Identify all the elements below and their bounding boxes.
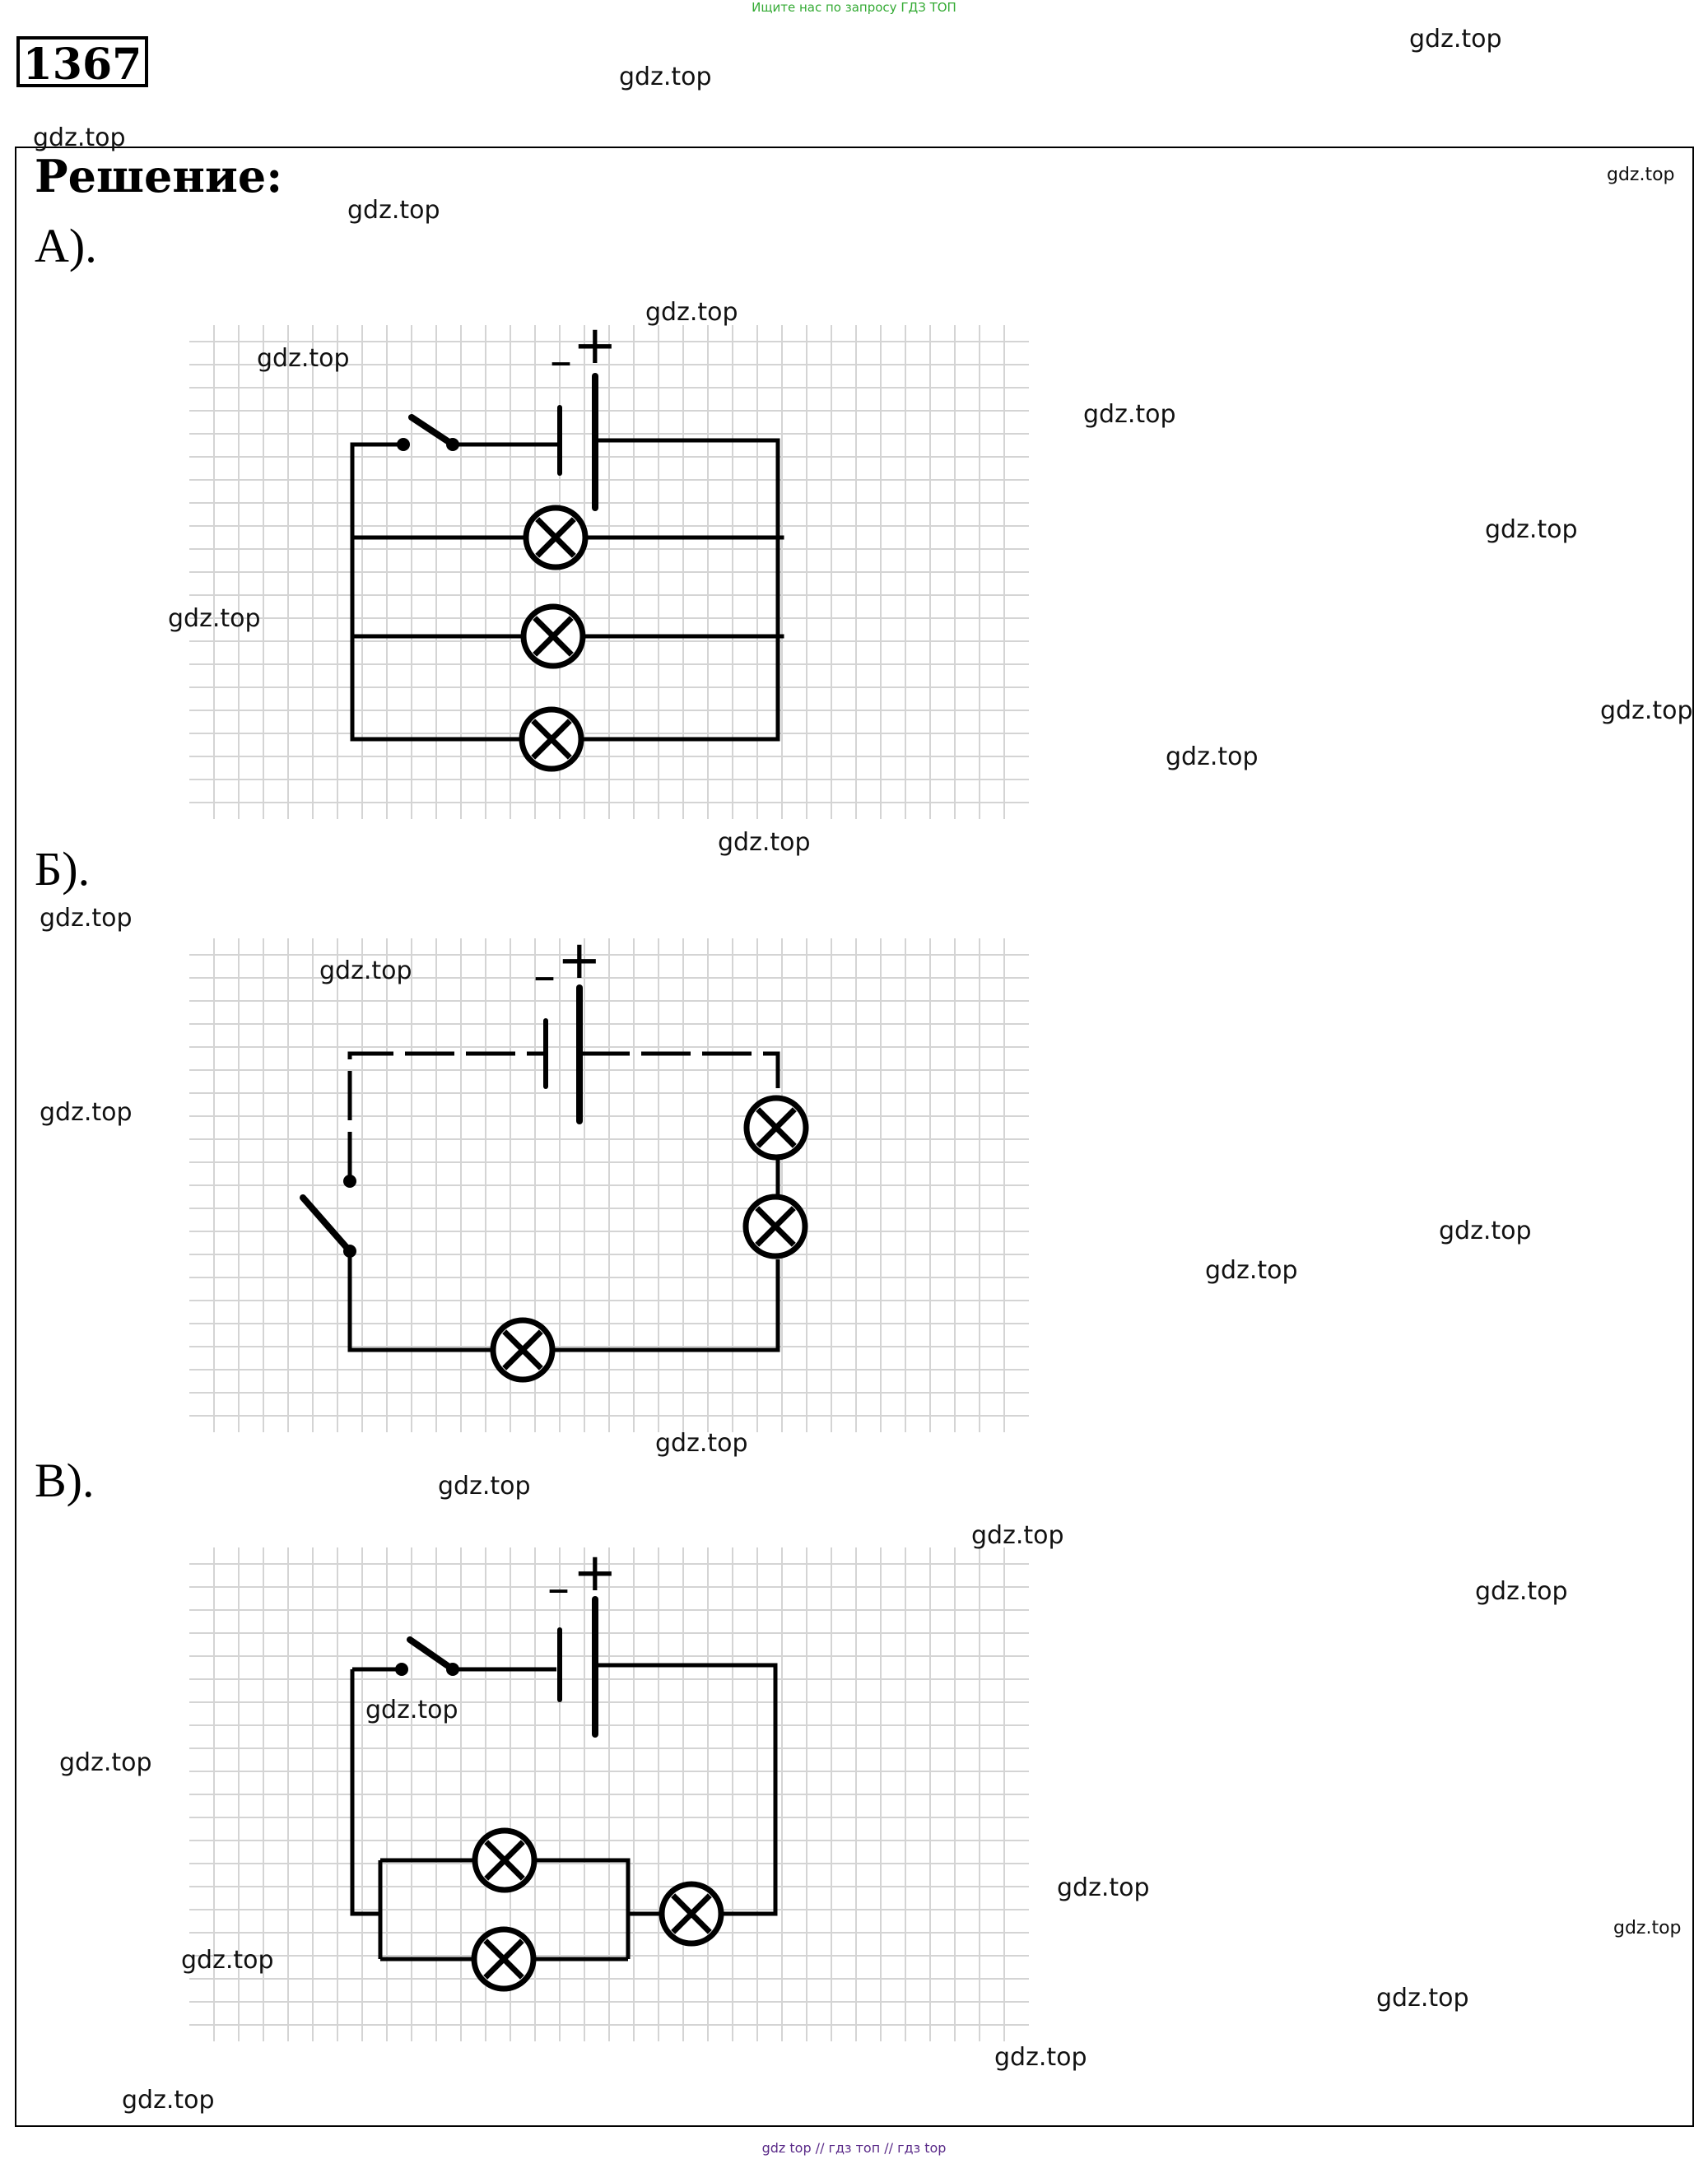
wire — [580, 1051, 780, 1110]
switch-contact-icon — [397, 438, 410, 451]
switch-icon — [300, 1194, 353, 1254]
lamp-cross — [755, 1206, 796, 1247]
circuit-b-diagram: – + — [189, 938, 1029, 1432]
watermark-text: gdz.top — [1057, 1873, 1150, 1902]
footer-links: gdz top // гдз топ // гдз top — [761, 2140, 947, 2156]
lamp-icon — [659, 1881, 724, 1947]
wire — [553, 1259, 780, 1352]
watermark-text: gdz.top — [40, 904, 133, 933]
lamp-cross — [483, 1938, 524, 1980]
watermark-text: gdz.top — [1205, 1256, 1298, 1285]
watermark-text: gdz.top — [1485, 515, 1578, 544]
problem-number: 1367 — [16, 36, 148, 90]
grid-paper — [189, 938, 1029, 1432]
watermark-text: gdz.top — [1083, 400, 1176, 429]
part-c-label: В). — [35, 1454, 95, 1507]
circuit-a-diagram: – + — [189, 325, 1029, 819]
wire — [378, 1858, 631, 1962]
watermark-text: gdz.top — [1607, 165, 1675, 185]
watermark-text: gdz.top — [1613, 1918, 1682, 1938]
wire — [350, 1669, 380, 1916]
lamp-icon — [519, 706, 584, 772]
battery-minus-sign: – — [533, 950, 556, 1002]
watermark-text: gdz.top — [1409, 25, 1502, 54]
battery-icon — [557, 1596, 598, 1738]
lamp-cross — [756, 1107, 797, 1148]
battery-plus-sign: + — [557, 938, 602, 991]
lamp-cross — [531, 719, 572, 760]
watermark-text: gdz.top — [168, 604, 261, 633]
switch-icon — [408, 414, 456, 448]
wire — [350, 438, 780, 742]
watermark-text: gdz.top — [971, 1521, 1064, 1550]
wire — [595, 1663, 778, 1916]
circuit-c-diagram: – + — [189, 1547, 1029, 2041]
battery-icon — [543, 984, 583, 1124]
watermark-text: gdz.top — [257, 344, 350, 373]
battery-minus-sign: – — [547, 1562, 570, 1614]
battery-icon — [557, 373, 598, 511]
lamp-cross — [671, 1893, 712, 1934]
watermark-text: gdz.top — [1439, 1217, 1532, 1245]
lamp-icon — [742, 1194, 808, 1259]
search-hint-text: Ищите нас по запросу ГДЗ ТОП — [752, 0, 956, 15]
lamp-cross — [533, 616, 574, 657]
battery-plus-sign: + — [573, 1547, 617, 1603]
lamp-cross — [535, 517, 576, 558]
battery-minus-sign: – — [550, 335, 572, 387]
watermark-text: gdz.top — [319, 956, 412, 985]
watermark-text: gdz.top — [181, 1946, 274, 1975]
watermark-text: gdz.top — [645, 298, 738, 327]
wire — [347, 1255, 492, 1352]
wire — [347, 1051, 543, 1181]
watermark-text: gdz.top — [718, 828, 811, 857]
lamp-cross — [484, 1840, 525, 1881]
lamp-icon — [520, 603, 586, 669]
part-b-label: Б). — [35, 842, 91, 896]
lamp-cross — [502, 1329, 543, 1371]
switch-contact-icon — [343, 1245, 356, 1258]
watermark-text: gdz.top — [1475, 1577, 1568, 1606]
watermark-text: gdz.top — [438, 1472, 531, 1501]
watermark-text: gdz.top — [40, 1098, 133, 1127]
lamp-icon — [743, 1095, 809, 1161]
watermark-text: gdz.top — [619, 63, 712, 91]
lamp-icon — [472, 1827, 538, 1893]
lamp-icon — [523, 505, 589, 570]
lamp-icon — [471, 1926, 537, 1992]
watermark-text: gdz.top — [655, 1429, 748, 1458]
watermark-text: gdz.top — [347, 196, 440, 225]
switch-contact-icon — [446, 1663, 459, 1676]
solution-heading: Решение: — [35, 150, 283, 202]
watermark-text: gdz.top — [994, 2043, 1087, 2072]
grid-paper — [189, 325, 1029, 819]
grid-paper — [189, 1547, 1029, 2041]
watermark-text: gdz.top — [122, 2086, 215, 2115]
switch-contact-icon — [446, 438, 459, 451]
battery-plus-sign: + — [573, 325, 617, 376]
watermark-text: gdz.top — [1600, 696, 1693, 725]
watermark-text: gdz.top — [365, 1696, 458, 1724]
switch-contact-icon — [343, 1175, 356, 1188]
lamp-icon — [490, 1317, 556, 1383]
switch-icon — [407, 1636, 456, 1673]
part-a-label: А). — [35, 219, 97, 272]
watermark-text: gdz.top — [1376, 1984, 1469, 2013]
switch-contact-icon — [395, 1663, 408, 1676]
watermark-text: gdz.top — [1166, 742, 1259, 771]
watermark-text: gdz.top — [59, 1748, 152, 1777]
watermark-text: gdz.top — [33, 123, 126, 152]
solution-frame — [15, 147, 1694, 2127]
